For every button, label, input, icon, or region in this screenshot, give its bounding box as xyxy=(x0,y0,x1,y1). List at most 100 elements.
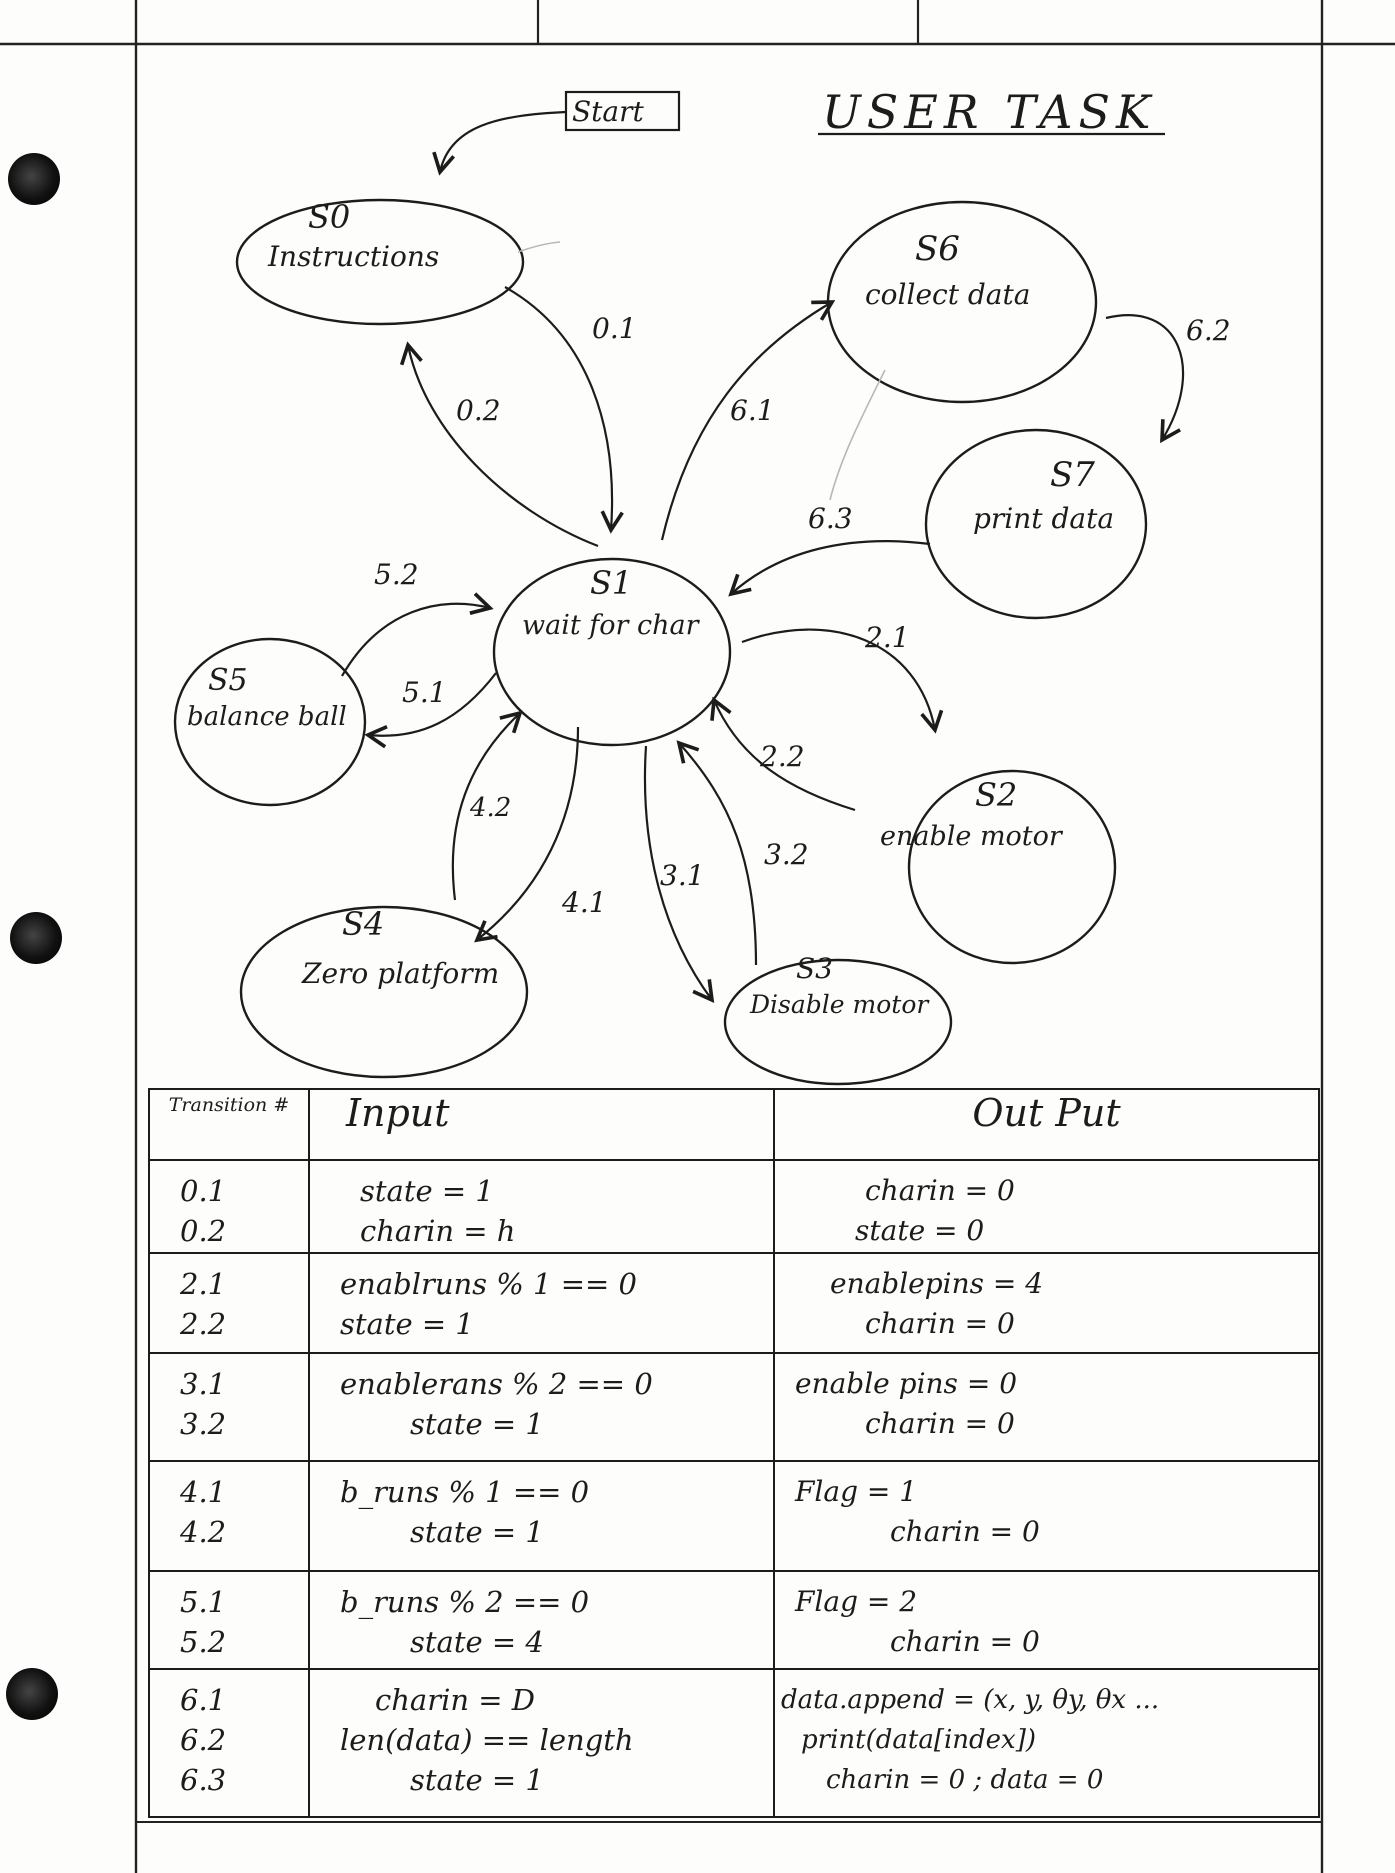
table-row: 5.1 5.2 b_runs % 2 == 0 state = 4 Flag =… xyxy=(148,1570,1320,1670)
input-line: state = 1 xyxy=(410,1763,544,1797)
output-line: Flag = 2 xyxy=(795,1585,918,1618)
transition-id: 4.2 xyxy=(180,1515,227,1549)
label-3-2: 3.2 xyxy=(764,838,809,871)
arrow-6-3 xyxy=(728,540,931,597)
label-3-1: 3.1 xyxy=(660,859,705,892)
transition-table: Transition # Input Out Put 0.1 0.2 state… xyxy=(148,1088,1320,1818)
state-s4-name: Zero platform xyxy=(301,957,499,990)
arrow-0-2 xyxy=(399,341,599,548)
state-s2: S2 enable motor xyxy=(880,769,1117,965)
transition-id: 0.2 xyxy=(180,1214,227,1248)
transition-id: 6.3 xyxy=(180,1763,227,1797)
transition-id: 6.2 xyxy=(180,1723,227,1757)
row-output: Flag = 2 charin = 0 xyxy=(773,1570,1320,1670)
arrow-6-2 xyxy=(1105,314,1185,444)
row-transition-ids: 5.1 5.2 xyxy=(148,1570,310,1670)
state-s7-id: S7 xyxy=(1050,455,1095,495)
faint-stroke-2 xyxy=(829,369,886,501)
output-line: state = 0 xyxy=(855,1214,985,1247)
arrow-2-2 xyxy=(710,696,856,812)
input-line: len(data) == length xyxy=(340,1723,634,1757)
binder-hole-bottom xyxy=(6,1668,58,1720)
state-s3-name: Disable motor xyxy=(749,990,930,1019)
label-5-2: 5.2 xyxy=(374,558,419,591)
input-line: state = 1 xyxy=(360,1174,494,1208)
output-line: enablepins = 4 xyxy=(830,1267,1044,1300)
output-line: print(data[index]) xyxy=(801,1725,1037,1755)
arrow-4-2 xyxy=(451,710,523,901)
row-transition-ids: 0.1 0.2 xyxy=(148,1159,310,1254)
transition-id: 6.1 xyxy=(180,1683,227,1717)
state-s0-name: Instructions xyxy=(267,240,439,273)
row-transition-ids: 4.1 4.2 xyxy=(148,1460,310,1572)
arrow-5-2 xyxy=(341,592,494,677)
output-line: charin = 0 xyxy=(890,1625,1040,1658)
input-line: state = 1 xyxy=(410,1407,544,1441)
label-4-2: 4.2 xyxy=(469,793,511,823)
output-line: charin = 0 xyxy=(865,1174,1015,1207)
faint-stroke-1 xyxy=(517,241,561,253)
row-output: charin = 0 state = 0 xyxy=(773,1159,1320,1254)
arrow-3-2 xyxy=(676,740,758,966)
transition-id: 2.2 xyxy=(180,1307,227,1341)
state-s5-id: S5 xyxy=(208,663,248,698)
arrow-4-1 xyxy=(474,726,580,943)
output-line: enable pins = 0 xyxy=(795,1367,1018,1400)
binder-hole-top xyxy=(8,153,60,205)
label-6-1: 6.1 xyxy=(730,394,775,427)
state-s6-id: S6 xyxy=(915,229,960,269)
transition-id: 2.1 xyxy=(180,1267,227,1301)
start-arrow xyxy=(432,110,567,176)
output-line: charin = 0 xyxy=(865,1307,1015,1340)
output-line: charin = 0 ; data = 0 xyxy=(826,1765,1104,1795)
state-s5-name: balance ball xyxy=(187,702,347,732)
start-box xyxy=(564,90,681,132)
state-s7: S7 print data xyxy=(924,428,1148,620)
diagram-title: USER TASK xyxy=(822,85,1156,139)
state-s0-id: S0 xyxy=(308,198,350,236)
binder-hole-middle xyxy=(10,912,62,964)
row-output: Flag = 1 charin = 0 xyxy=(773,1460,1320,1572)
header-transition: Transition # xyxy=(148,1088,310,1161)
input-line: b_runs % 2 == 0 xyxy=(340,1585,590,1619)
table-row: 3.1 3.2 enablerans % 2 == 0 state = 1 en… xyxy=(148,1352,1320,1462)
label-0-2: 0.2 xyxy=(456,394,501,427)
state-s3: S3 Disable motor xyxy=(723,952,953,1086)
start-label: Start xyxy=(572,95,645,128)
input-line: enablerans % 2 == 0 xyxy=(340,1367,653,1401)
state-s1: S1 wait for char xyxy=(492,557,732,747)
header-input: Input xyxy=(308,1088,775,1161)
input-line: charin = h xyxy=(360,1214,516,1248)
row-transition-ids: 2.1 2.2 xyxy=(148,1252,310,1354)
label-5-1: 5.1 xyxy=(402,676,447,709)
arrow-0-1 xyxy=(504,286,624,534)
input-line: b_runs % 1 == 0 xyxy=(340,1475,590,1509)
row-output: enablepins = 4 charin = 0 xyxy=(773,1252,1320,1354)
state-s3-id: S3 xyxy=(796,952,833,985)
label-0-1: 0.1 xyxy=(592,312,637,345)
row-input: enablerans % 2 == 0 state = 1 xyxy=(308,1352,775,1462)
row-input: b_runs % 2 == 0 state = 4 xyxy=(308,1570,775,1670)
row-output: data.append = (x, y, θy, θx ... print(da… xyxy=(773,1668,1320,1818)
table-row: 2.1 2.2 enablruns % 1 == 0 state = 1 ena… xyxy=(148,1252,1320,1354)
label-2-1: 2.1 xyxy=(864,621,910,654)
state-s4: S4 Zero platform xyxy=(239,905,529,1079)
table-row: 4.1 4.2 b_runs % 1 == 0 state = 1 Flag =… xyxy=(148,1460,1320,1572)
state-s7-name: print data xyxy=(973,502,1114,535)
table-header-row: Transition # Input Out Put xyxy=(148,1088,1320,1161)
label-6-2: 6.2 xyxy=(1186,314,1231,347)
state-s2-id: S2 xyxy=(975,776,1017,814)
input-line: enablruns % 1 == 0 xyxy=(340,1267,637,1301)
input-line: state = 1 xyxy=(340,1307,474,1341)
transition-id: 4.1 xyxy=(180,1475,227,1509)
state-s6: S6 collect data xyxy=(826,200,1098,404)
transition-id: 3.2 xyxy=(180,1407,227,1441)
state-s5: S5 balance ball xyxy=(173,637,367,807)
state-s1-id: S1 xyxy=(590,564,632,602)
transition-id: 5.1 xyxy=(180,1585,227,1619)
state-transition-diagram: USER TASK Start S0 Instructions S1 wait … xyxy=(173,85,1231,1086)
state-s4-id: S4 xyxy=(342,905,384,943)
input-line: state = 4 xyxy=(410,1625,544,1659)
row-transition-ids: 6.1 6.2 6.3 xyxy=(148,1668,310,1818)
